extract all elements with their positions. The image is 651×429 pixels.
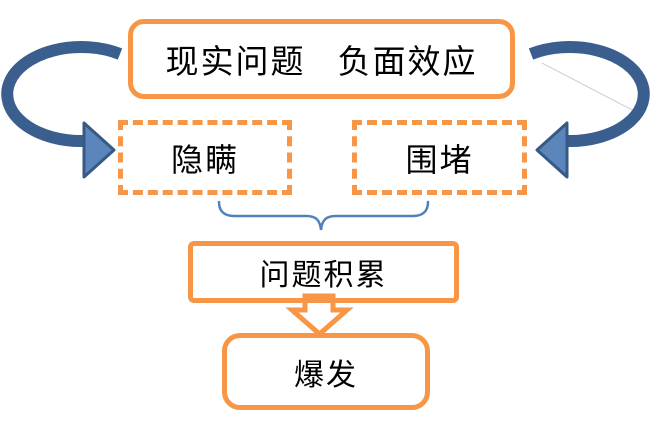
contain-label: 围堵 (405, 141, 474, 178)
curved-arrow-right-edge-line (541, 62, 637, 113)
burst-box: 爆发 (222, 333, 430, 410)
curved-arrow-right-head (535, 121, 569, 179)
curved-arrow-left-head (82, 121, 116, 179)
problem-label-left: 现实问题 (165, 45, 306, 81)
burst-label: 爆发 (294, 358, 358, 392)
accumulate-label: 问题积累 (259, 259, 388, 292)
curved-arrow-right-body (528, 41, 650, 148)
curved-arrow-right-icon (528, 41, 650, 179)
brace-icon (217, 200, 430, 231)
conceal-box: 隐瞒 (118, 120, 292, 195)
problem-box: 现实问题 负面效应 (128, 19, 515, 99)
conceal-label: 隐瞒 (170, 141, 239, 178)
contain-box: 围堵 (352, 120, 527, 195)
curved-arrow-left-icon (1, 41, 123, 179)
problem-label-right: 负面效应 (337, 45, 478, 81)
accumulate-box: 问题积累 (188, 241, 459, 303)
curved-arrow-left-body (1, 41, 123, 148)
